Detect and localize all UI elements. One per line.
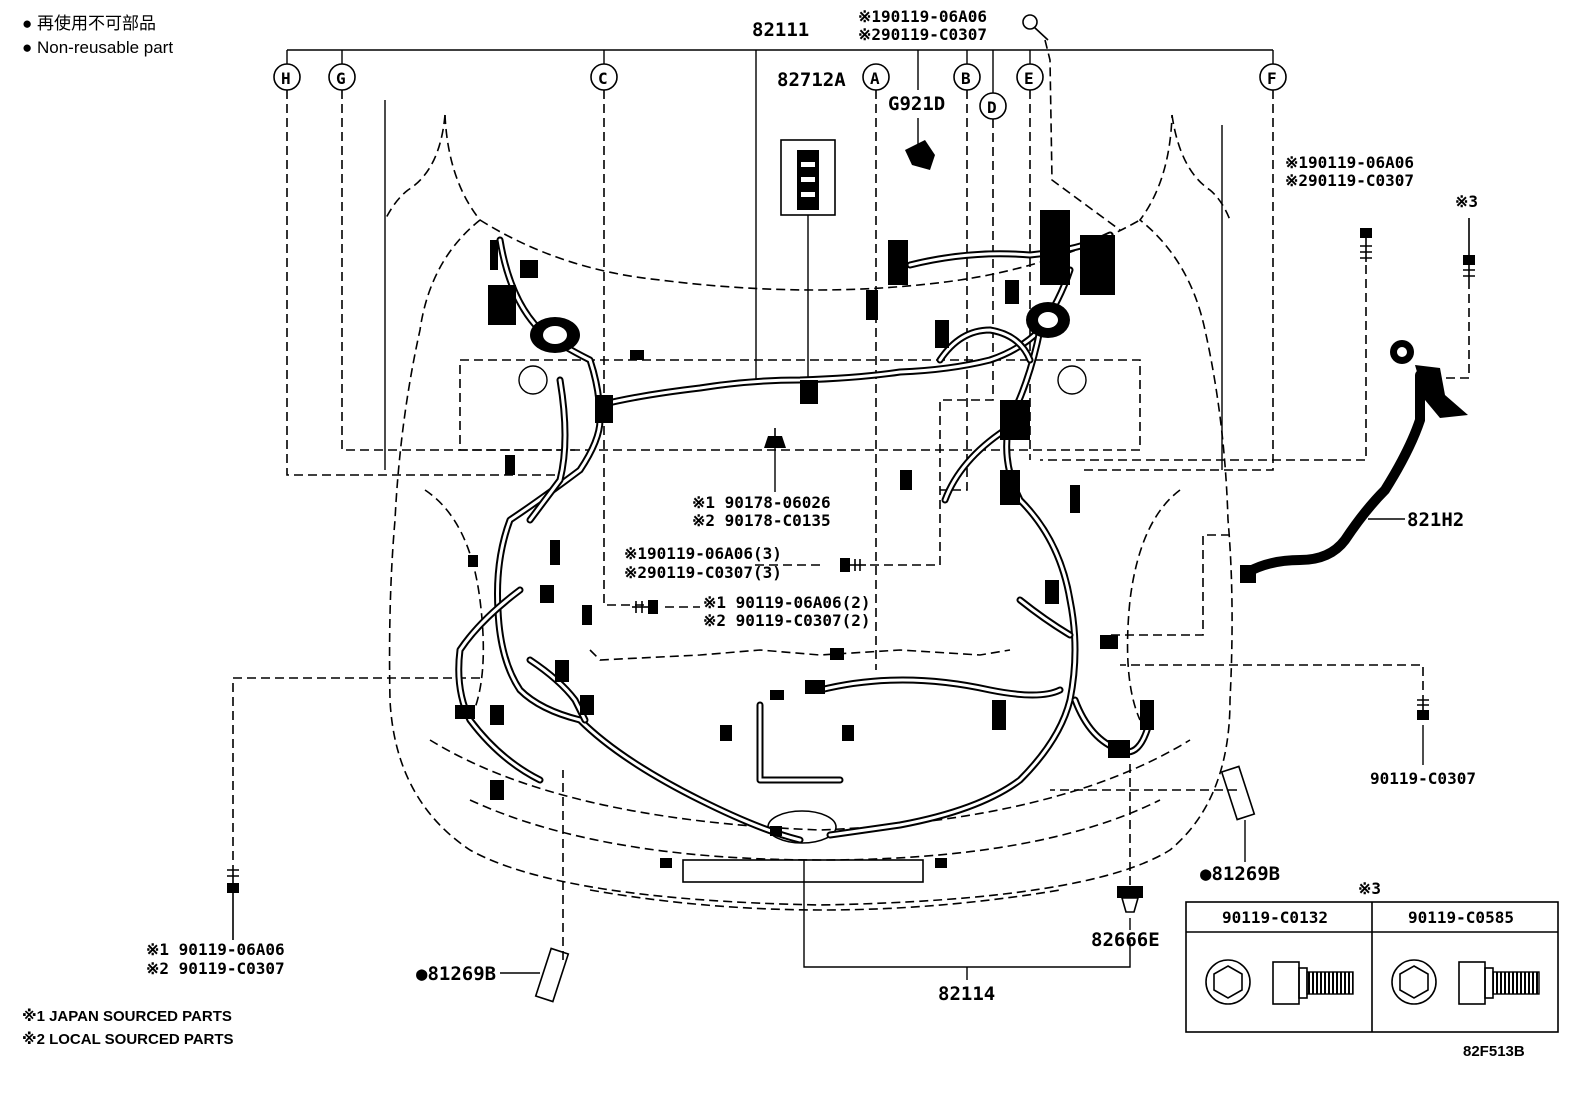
footnote-local: ※2 LOCAL SOURCED PARTS bbox=[22, 1030, 234, 1048]
label-right-bolt-1: ※190119-06A06 bbox=[1285, 153, 1414, 172]
label-821H2: 821H2 bbox=[1407, 509, 1464, 531]
leader-lines bbox=[232, 39, 1470, 980]
footnote-japan: ※1 JAPAN SOURCED PARTS bbox=[22, 1007, 232, 1025]
label-mark3: ※3 bbox=[1455, 192, 1478, 211]
part-821H2-cable bbox=[1240, 340, 1468, 583]
clip-icon bbox=[764, 428, 786, 448]
callout-g: G bbox=[328, 63, 356, 91]
part-labels: 82111 82712A G921D ※190119-06A06 ※290119… bbox=[146, 7, 1478, 1005]
bolt-icon-mark3 bbox=[1463, 218, 1475, 280]
label-top-bolt-2: ※290119-C0307 bbox=[858, 25, 987, 44]
svg-text:D: D bbox=[987, 98, 997, 117]
svg-text:G: G bbox=[336, 69, 346, 88]
label-81269B-right: ●81269B bbox=[1200, 863, 1280, 885]
label-right-bolt-2: ※290119-C0307 bbox=[1285, 171, 1414, 190]
table-header-c0132: 90119-C0132 bbox=[1222, 908, 1328, 927]
label-left-low-1: ※1 90119-06A06 bbox=[146, 940, 285, 959]
part-G921D-sensor bbox=[905, 140, 935, 170]
legend-en: ● Non-reusable part bbox=[22, 38, 173, 57]
headlamp-right-circle bbox=[1057, 365, 1087, 395]
bolt-icons bbox=[227, 218, 1475, 940]
connectors bbox=[455, 210, 1154, 868]
bolt-icon-right-low bbox=[1417, 695, 1429, 720]
callout-b: B bbox=[953, 63, 981, 91]
label-top-bolt-1: ※190119-06A06 bbox=[858, 7, 987, 26]
svg-text:H: H bbox=[281, 69, 291, 88]
svg-text:A: A bbox=[870, 69, 880, 88]
bolt-icon-mid2 bbox=[632, 600, 658, 614]
headlamp-left-circle bbox=[518, 365, 548, 395]
svg-text:C: C bbox=[598, 69, 608, 88]
label-clip-2: ※2 90178-C0135 bbox=[692, 511, 831, 530]
svg-text:B: B bbox=[961, 69, 971, 88]
figure-code: 82F513B bbox=[1463, 1043, 1525, 1060]
label-82666E: 82666E bbox=[1091, 929, 1160, 951]
callout-d: D bbox=[979, 92, 1007, 120]
svg-text:F: F bbox=[1267, 69, 1277, 88]
bolt-table: ※3 90119-C0132 90119-C0585 bbox=[1185, 879, 1559, 1033]
part-82712A-block bbox=[780, 139, 836, 216]
table-mark: ※3 bbox=[1358, 879, 1381, 898]
label-clip-1: ※1 90178-06026 bbox=[692, 493, 831, 512]
part-81269B-pads bbox=[534, 765, 1256, 1003]
label-mid3-1: ※190119-06A06(3) bbox=[624, 544, 782, 563]
label-mid2-1: ※1 90119-06A06(2) bbox=[703, 593, 871, 612]
label-82111: 82111 bbox=[752, 19, 809, 41]
callout-f: F bbox=[1259, 63, 1287, 91]
callout-h: H bbox=[273, 63, 301, 91]
label-right-low: 90119-C0307 bbox=[1370, 769, 1476, 788]
label-G921D: G921D bbox=[888, 93, 945, 115]
label-left-low-2: ※2 90119-C0307 bbox=[146, 959, 285, 978]
clip-icon-82666E bbox=[1117, 886, 1143, 913]
legend-jp: ● 再使用不可部品 bbox=[22, 13, 156, 33]
label-82114: 82114 bbox=[938, 983, 995, 1005]
table-header-c0585: 90119-C0585 bbox=[1408, 908, 1514, 927]
label-mid3-2: ※290119-C0307(3) bbox=[624, 563, 782, 582]
top-bolt-icon bbox=[1022, 14, 1049, 41]
svg-text:E: E bbox=[1024, 69, 1034, 88]
label-mid2-2: ※2 90119-C0307(2) bbox=[703, 611, 871, 630]
bolt-icon-mid3 bbox=[840, 558, 866, 572]
callout-c: C bbox=[590, 63, 618, 91]
lower-grille-bar bbox=[682, 859, 924, 883]
bolt-icon-left-low bbox=[227, 865, 239, 940]
label-81269B-left: ●81269B bbox=[416, 963, 496, 985]
callout-a: A bbox=[862, 63, 890, 91]
bolt-c0132-drawing bbox=[1205, 959, 1354, 1005]
bolt-c0585-drawing bbox=[1391, 959, 1540, 1005]
callout-e: E bbox=[1016, 63, 1044, 91]
label-82712A: 82712A bbox=[777, 69, 846, 91]
bolt-icon-right-upper bbox=[1360, 228, 1372, 262]
